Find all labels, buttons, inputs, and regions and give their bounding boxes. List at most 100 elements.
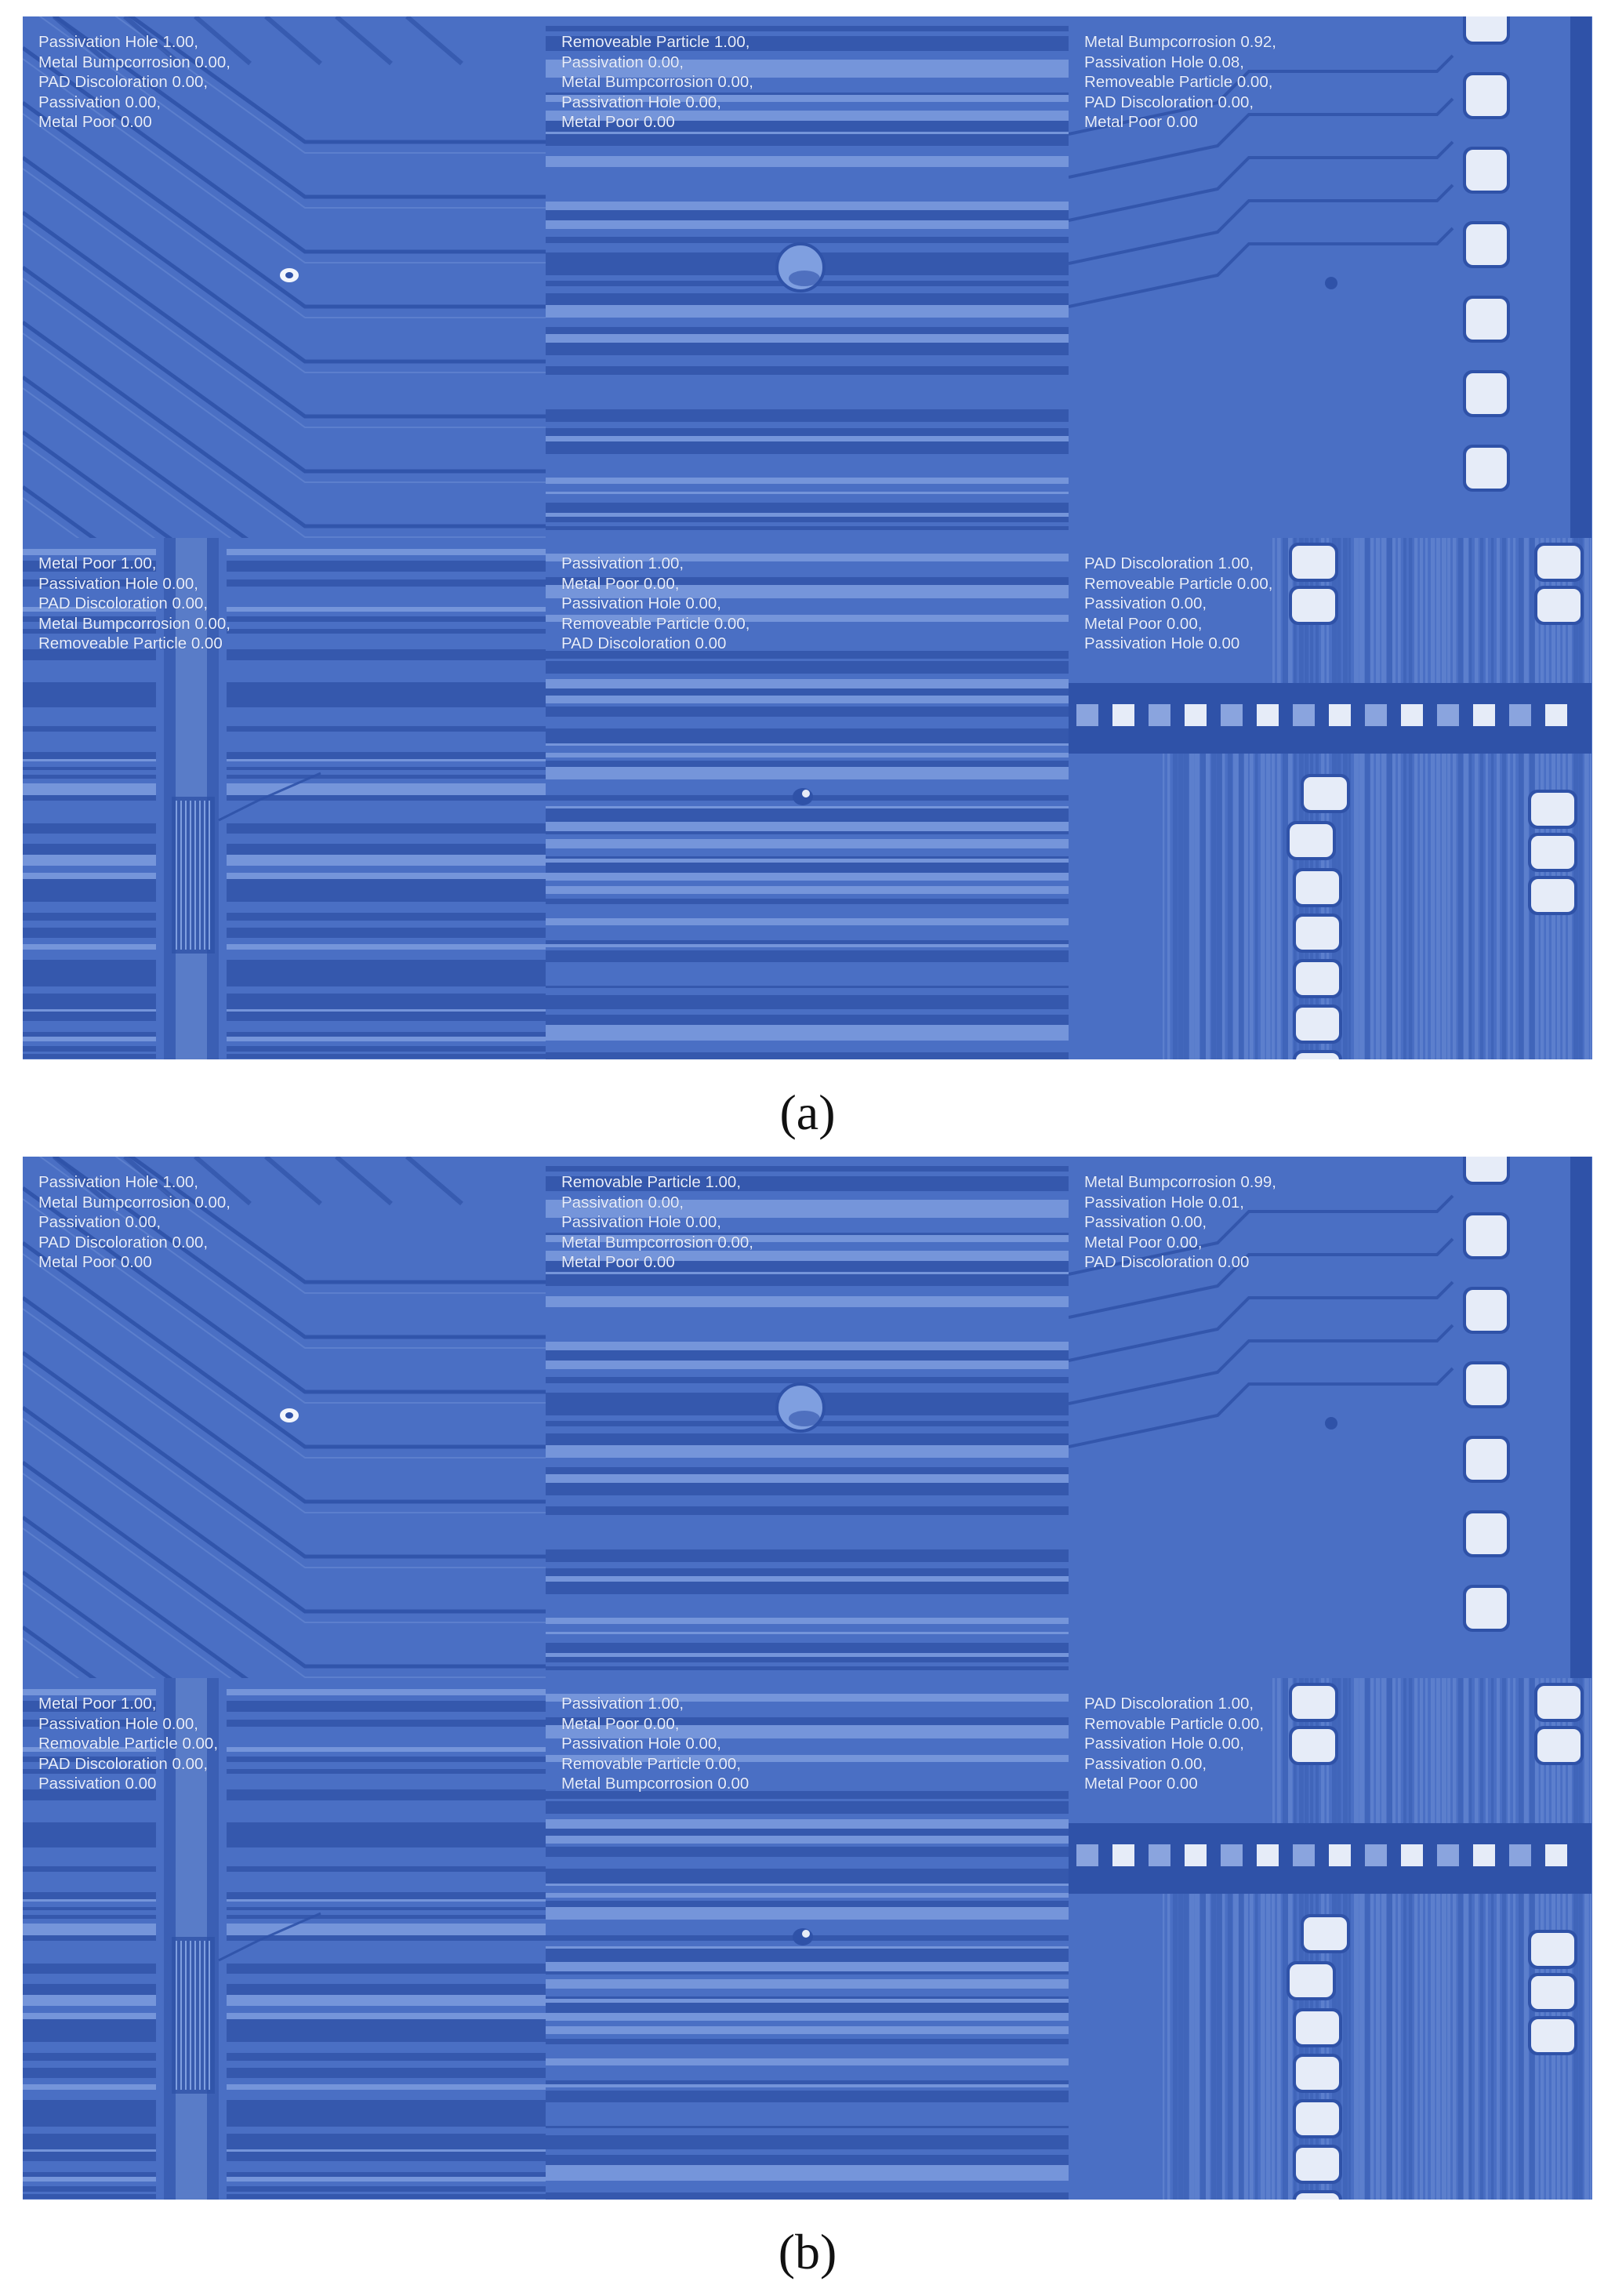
result-tile: Metal Bumpcorrosion 0.99, Passivation Hol…: [1069, 1157, 1591, 1678]
result-tile: Passivation 1.00, Metal Poor 0.00,Passiva…: [546, 538, 1069, 1059]
prediction-label: Metal Poor 1.00,: [38, 1695, 157, 1713]
prediction-label: Metal Poor 0.00: [38, 113, 152, 131]
prediction-list: Passivation Hole 1.00, Metal Bumpcorrosio…: [38, 32, 230, 133]
result-tile: Metal Poor 1.00, Passivation Hole 0.00,PA…: [23, 538, 546, 1059]
figure-a: Passivation Hole 1.00, Metal Bumpcorrosio…: [23, 16, 1592, 1059]
prediction-label: Passivation 0.00,: [38, 93, 162, 111]
prediction-label: Removable Particle 0.00,: [561, 1754, 742, 1773]
prediction-label: Passivation Hole 1.00,: [38, 33, 198, 51]
wafer-image: [23, 16, 546, 538]
prediction-label: Passivation Hole 0.01,: [1084, 1193, 1244, 1212]
prediction-label: PAD Discoloration 1.00,: [1084, 554, 1254, 572]
wafer-image: [1069, 16, 1591, 538]
prediction-label: PAD Discoloration 0.00: [561, 634, 727, 652]
prediction-label: Passivation Hole 0.00,: [38, 1714, 198, 1733]
prediction-label: Passivation 0.00: [38, 1775, 157, 1793]
prediction-label: PAD Discoloration 1.00,: [1084, 1695, 1254, 1713]
figure-label-a: (a): [779, 1084, 836, 1140]
wafer-image: [546, 16, 1069, 538]
prediction-label: Metal Poor 0.00,: [561, 1714, 680, 1733]
prediction-list: Metal Poor 1.00, Passivation Hole 0.00,PA…: [38, 554, 230, 654]
prediction-label: PAD Discoloration 0.00,: [38, 594, 209, 612]
prediction-label: Metal Poor 0.00,: [1084, 614, 1203, 633]
result-tile: Passivation 1.00,Metal Poor 0.00, Passiva…: [546, 1678, 1069, 2200]
wafer-image: [1069, 1157, 1591, 1678]
prediction-label: Metal Poor 0.00: [38, 1253, 152, 1271]
prediction-list: Removeable Particle 1.00, Passivation 0.0…: [561, 32, 753, 133]
prediction-label: Passivation 0.00,: [561, 1193, 684, 1212]
prediction-label: Removeable Particle 0.00,: [561, 614, 750, 633]
result-tile: Passivation Hole 1.00, Metal Bumpcorrosio…: [23, 16, 546, 538]
prediction-label: Metal Poor 0.00: [561, 113, 675, 131]
prediction-label: Removable Particle 0.00,: [1084, 1714, 1265, 1733]
prediction-label: Passivation Hole 0.00,: [1084, 1735, 1244, 1753]
prediction-label: Metal Bumpcorrosion 0.99,: [1084, 1173, 1276, 1191]
prediction-label: Metal Bumpcorrosion 0.00,: [38, 614, 230, 633]
result-tile: Removeable Particle 1.00, Passivation 0.0…: [546, 16, 1069, 538]
prediction-label: Metal Bumpcorrosion 0.92,: [1084, 33, 1276, 51]
result-tile: Removable Particle 1.00, Passivation 0.00…: [546, 1157, 1069, 1678]
result-tile: PAD Discoloration 1.00,Removable Particl…: [1069, 1678, 1591, 2200]
wafer-image: [546, 538, 1069, 1059]
prediction-label: Metal Poor 1.00,: [38, 554, 157, 572]
prediction-label: Metal Bumpcorrosion 0.00,: [561, 1233, 753, 1252]
prediction-label: Metal Bumpcorrosion 0.00,: [38, 1193, 230, 1212]
prediction-label: PAD Discoloration 0.00,: [1084, 93, 1254, 111]
prediction-label: Passivation Hole 0.00,: [561, 93, 721, 111]
prediction-label: Passivation Hole 0.00,: [561, 1735, 721, 1753]
prediction-label: PAD Discoloration 0.00,: [38, 1754, 209, 1773]
prediction-label: Passivation 0.00,: [561, 53, 684, 71]
prediction-label: Metal Poor 0.00: [1084, 1775, 1198, 1793]
prediction-list: Metal Poor 1.00,Passivation Hole 0.00, Re…: [38, 1694, 218, 1794]
prediction-list: Passivation Hole 1.00, Metal Bumpcorrosio…: [38, 1172, 230, 1273]
prediction-label: Passivation Hole 0.08,: [1084, 53, 1244, 71]
prediction-label: Passivation 0.00,: [1084, 1213, 1207, 1231]
prediction-label: Passivation Hole 0.00,: [561, 1213, 721, 1231]
prediction-label: Metal Bumpcorrosion 0.00: [561, 1775, 749, 1793]
prediction-list: Metal Bumpcorrosion 0.99, Passivation Hol…: [1084, 1172, 1276, 1273]
wafer-image: [546, 1678, 1069, 2200]
prediction-label: PAD Discoloration 0.00,: [38, 73, 209, 91]
prediction-label: Metal Bumpcorrosion 0.00,: [38, 53, 230, 71]
prediction-label: Removable Particle 0.00,: [38, 1735, 219, 1753]
prediction-label: Metal Poor 0.00: [561, 1253, 675, 1271]
result-tile: Metal Poor 1.00,Passivation Hole 0.00, Re…: [23, 1678, 546, 2200]
prediction-label: Passivation 1.00,: [561, 554, 684, 572]
prediction-label: Removeable Particle 1.00,: [561, 33, 750, 51]
wafer-image: [1069, 538, 1591, 1059]
result-tile: Metal Bumpcorrosion 0.92, Passivation Hol…: [1069, 16, 1591, 538]
prediction-label: Passivation 0.00,: [38, 1213, 162, 1231]
wafer-image: [546, 1157, 1069, 1678]
prediction-label: Removeable Particle 0.00: [38, 634, 223, 652]
prediction-label: Metal Poor 0.00,: [1084, 1233, 1203, 1252]
prediction-list: Passivation 1.00,Metal Poor 0.00, Passiva…: [561, 1694, 749, 1794]
prediction-label: Metal Poor 0.00,: [561, 574, 680, 593]
prediction-label: Passivation 0.00,: [1084, 594, 1207, 612]
prediction-label: Passivation 1.00,: [561, 1695, 684, 1713]
prediction-label: Removeable Particle 0.00,: [1084, 73, 1273, 91]
result-tile: Passivation Hole 1.00, Metal Bumpcorrosio…: [23, 1157, 546, 1678]
prediction-list: PAD Discoloration 1.00,Removable Particl…: [1084, 1694, 1264, 1794]
figure-b: Passivation Hole 1.00, Metal Bumpcorrosio…: [23, 1157, 1592, 2200]
prediction-label: Passivation Hole 0.00,: [561, 594, 721, 612]
figure-label-b: (b): [778, 2224, 837, 2280]
prediction-list: PAD Discoloration 1.00, Removeable Partic…: [1084, 554, 1272, 654]
wafer-image: [1069, 1678, 1591, 2200]
result-tile: PAD Discoloration 1.00, Removeable Partic…: [1069, 538, 1591, 1059]
prediction-label: Passivation 0.00,: [1084, 1754, 1207, 1773]
prediction-list: Removable Particle 1.00, Passivation 0.00…: [561, 1172, 753, 1273]
wafer-image: [23, 1157, 546, 1678]
prediction-label: Passivation Hole 0.00: [1084, 634, 1240, 652]
prediction-label: Removable Particle 1.00,: [561, 1173, 742, 1191]
prediction-label: Passivation Hole 0.00,: [38, 574, 198, 593]
prediction-label: Metal Poor 0.00: [1084, 113, 1198, 131]
prediction-label: Metal Bumpcorrosion 0.00,: [561, 73, 753, 91]
prediction-label: PAD Discoloration 0.00,: [38, 1233, 209, 1252]
prediction-label: Passivation Hole 1.00,: [38, 1173, 198, 1191]
wafer-image: [23, 538, 546, 1059]
prediction-list: Passivation 1.00, Metal Poor 0.00,Passiva…: [561, 554, 749, 654]
prediction-label: PAD Discoloration 0.00: [1084, 1253, 1250, 1271]
wafer-image: [23, 1678, 546, 2200]
prediction-label: Removeable Particle 0.00,: [1084, 574, 1273, 593]
prediction-list: Metal Bumpcorrosion 0.92, Passivation Hol…: [1084, 32, 1276, 133]
